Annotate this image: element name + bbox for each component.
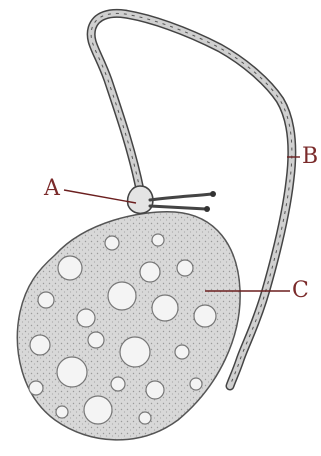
leader-line-a: [64, 190, 136, 203]
label-b: B: [302, 146, 318, 168]
label-c: C: [292, 280, 309, 302]
cell-body: [17, 212, 240, 440]
trigger-structure: [128, 186, 216, 213]
label-a: A: [44, 178, 60, 200]
